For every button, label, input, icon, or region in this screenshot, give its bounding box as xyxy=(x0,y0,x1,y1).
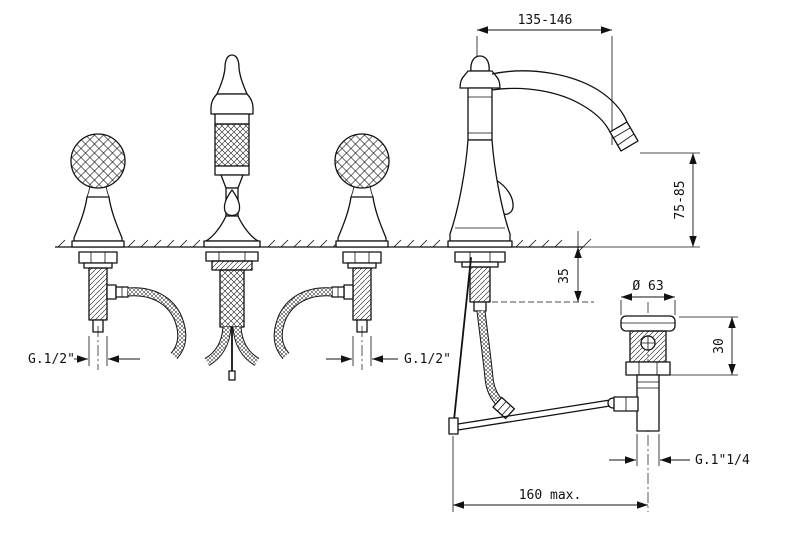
deck-thickness-label: 35 xyxy=(557,268,572,284)
deck-thickness-dimension: 35 xyxy=(492,231,594,303)
right-valve-shank xyxy=(352,267,372,321)
right-valve xyxy=(273,133,390,370)
right-thread-dimension: G.1/2" xyxy=(326,336,451,367)
right-thread-label: G.1/2" xyxy=(404,352,451,367)
spout-projection-label: 135-146 xyxy=(518,13,573,28)
drain-collar xyxy=(625,361,671,376)
center-spout xyxy=(203,54,261,381)
left-flex-hose xyxy=(127,287,187,360)
rod-pivot-joint xyxy=(448,417,459,435)
spout-projection-dimension: 135-146 xyxy=(476,13,613,145)
left-valve xyxy=(70,133,187,370)
left-valve-shank xyxy=(88,267,108,321)
drain-height-label: 30 xyxy=(712,338,727,354)
bidet-spout xyxy=(491,70,628,123)
deck-hatching xyxy=(57,239,563,248)
spout-height-label: 75-85 xyxy=(673,180,688,219)
spout-column-tip xyxy=(216,54,248,95)
transfer-rod xyxy=(457,399,611,431)
hose-end-fitting xyxy=(492,396,516,420)
center-right-hose xyxy=(232,326,260,366)
spout-braided-shank xyxy=(219,269,245,328)
spout-knurled-body xyxy=(214,123,250,167)
drain-tailpipe xyxy=(636,374,660,432)
rod-length-label: 160 max. xyxy=(519,488,582,503)
bidet-flex-hose xyxy=(476,310,504,407)
rod-length-dimension: 160 max. xyxy=(452,436,648,512)
bidet-shank xyxy=(469,266,491,303)
drain-diameter-label: Ø 63 xyxy=(632,279,663,294)
right-crystal-handle xyxy=(334,133,390,189)
bidet-neck xyxy=(467,87,493,141)
drain-flange xyxy=(620,315,676,332)
center-left-hose xyxy=(204,326,232,366)
left-crystal-handle xyxy=(70,133,126,189)
popup-rod xyxy=(453,257,472,421)
drain-thread-dimension: G.1"1/4 xyxy=(609,434,750,468)
bidet-mixer: 135-146 xyxy=(447,13,639,435)
spout-height-dimension: 75-85 xyxy=(640,152,700,247)
drain-height-dimension: 30 xyxy=(670,316,738,376)
bidet-finial xyxy=(470,55,490,72)
right-flex-hose xyxy=(273,287,333,360)
left-thread-dimension: G.1/2" xyxy=(28,336,140,367)
drain-assembly: Ø 63 xyxy=(613,279,676,512)
left-thread-label: G.1/2" xyxy=(28,352,75,367)
bidet-aerator xyxy=(609,121,639,152)
drain-thread-label: G.1"1/4 xyxy=(695,453,750,468)
